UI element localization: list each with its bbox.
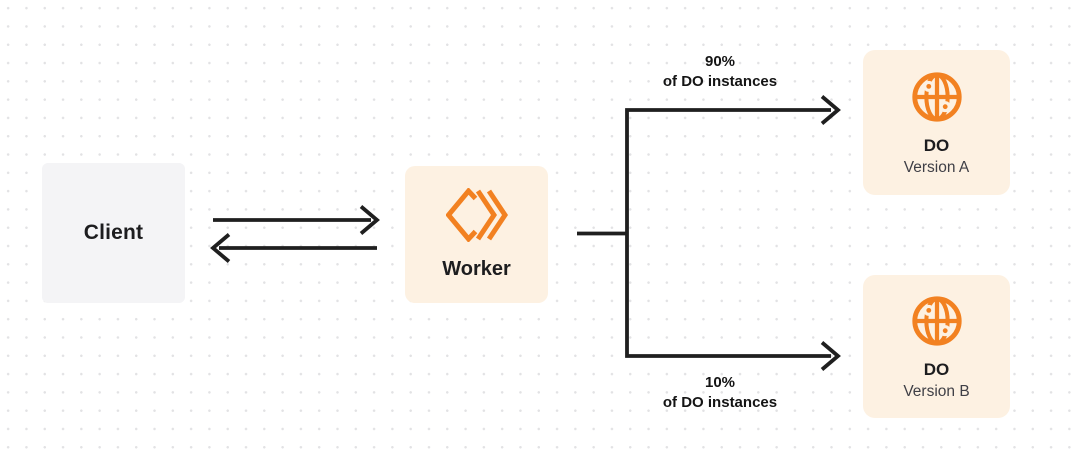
split-top-caption: of DO instances — [662, 73, 778, 90]
client-node: Client — [42, 163, 185, 303]
workers-icon — [445, 188, 508, 242]
arrowhead-do-b-icon — [820, 341, 841, 371]
split-bracket — [625, 108, 831, 358]
arrowhead-right-icon — [359, 205, 380, 235]
arrowhead-do-a-icon — [820, 95, 841, 125]
client-label: Client — [83, 221, 144, 244]
worker-label: Worker — [442, 258, 511, 280]
do-version-a-node: DO Version A — [863, 50, 1010, 195]
split-top-percent: 90% — [704, 53, 736, 70]
do-b-sublabel: Version B — [903, 383, 970, 400]
split-bottom-percent: 10% — [704, 374, 736, 391]
split-bottom-label: 10% of DO instances — [663, 373, 777, 413]
do-b-label: DO — [923, 360, 950, 379]
split-bottom-caption: of DO instances — [662, 394, 778, 411]
do-version-b-node: DO Version B — [863, 275, 1010, 418]
globe-icon — [911, 296, 962, 346]
do-a-label: DO — [923, 136, 950, 155]
arrowhead-left-icon — [210, 233, 231, 263]
split-top-label: 90% of DO instances — [663, 52, 777, 92]
worker-node: Worker — [405, 166, 548, 303]
do-a-sublabel: Version A — [903, 159, 970, 176]
globe-icon — [911, 72, 962, 122]
